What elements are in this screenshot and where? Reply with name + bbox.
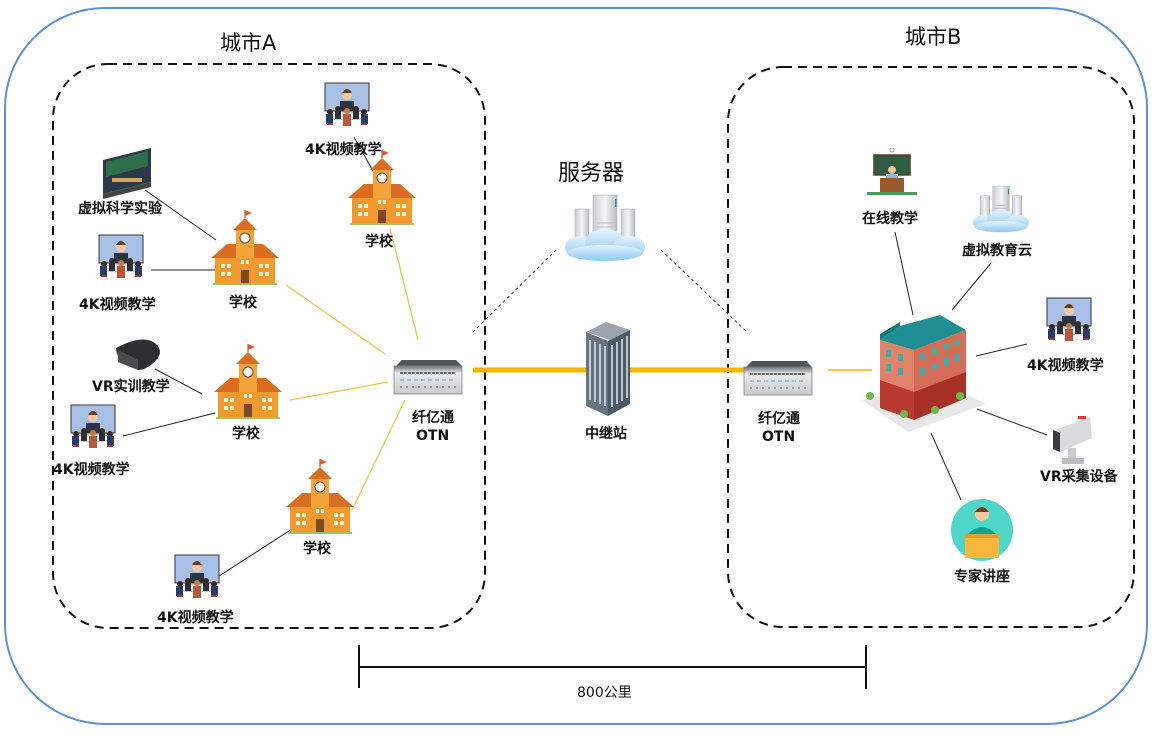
connector	[894, 231, 914, 316]
relay-tower-icon	[586, 322, 630, 416]
app-label-video-bottom: 4K视频教学	[157, 610, 234, 626]
app-label-video-b: 4K视频教学	[1027, 358, 1104, 374]
otn-b-label-line2: OTN	[762, 429, 796, 445]
link-school-3	[289, 381, 389, 401]
otn-device-icon-b	[743, 360, 813, 396]
school-icon	[347, 149, 417, 226]
campus-building-icon	[862, 315, 986, 432]
school-label: 学校	[229, 295, 257, 311]
school-label: 学校	[365, 234, 393, 250]
vr-camera-icon	[1053, 416, 1092, 464]
link-school-1	[285, 284, 386, 355]
online-teaching-icon	[867, 147, 917, 195]
app-label-virtual-lab: 虚拟科学实验	[78, 201, 162, 217]
school-icon	[213, 343, 283, 420]
otn-b-label-line1: 纤亿通	[758, 411, 800, 427]
expert-lecture-icon	[951, 499, 1013, 561]
app-label-online: 在线教学	[862, 211, 918, 227]
server-link-a	[472, 249, 557, 333]
video-teaching-icon	[98, 234, 144, 279]
app-label-vr-training: VR实训教学	[92, 379, 170, 395]
connector	[930, 432, 962, 501]
video-teaching-icon	[70, 404, 116, 449]
distance-label: 800公里	[577, 685, 632, 701]
otn-a-label-line2: OTN	[416, 428, 450, 444]
connector	[215, 528, 293, 579]
app-label-vr-capture: VR采集设备	[1040, 469, 1118, 485]
city-a-title: 城市A	[220, 31, 277, 55]
connector	[154, 368, 203, 395]
school-label: 学校	[232, 426, 260, 442]
city-a-zone	[52, 63, 486, 629]
connector	[976, 408, 1048, 436]
app-label-expert: 专家讲座	[954, 569, 1010, 585]
connector	[122, 412, 216, 437]
city-b-zone	[727, 66, 1135, 628]
vr-headset-icon	[116, 339, 160, 370]
link-school-4	[351, 399, 406, 511]
server-label: 服务器	[558, 161, 625, 186]
school-icon	[210, 209, 280, 286]
video-teaching-icon	[324, 82, 370, 127]
server-cloud-icon	[564, 194, 646, 262]
app-label-video-low: 4K视频教学	[53, 462, 130, 478]
server-link-b	[660, 249, 749, 334]
app-label-virtual-cloud: 虚拟教育云	[962, 243, 1032, 259]
virtual-cloud-icon	[972, 185, 1030, 233]
video-teaching-icon	[174, 554, 220, 599]
video-teaching-icon-b	[1046, 297, 1092, 342]
connector	[951, 262, 992, 311]
otn-a-label-line1: 纤亿通	[412, 410, 454, 426]
connector	[975, 343, 1028, 357]
link-school-2	[389, 227, 419, 341]
outer-frame	[4, 7, 1148, 725]
app-label-video-top: 4K视频教学	[305, 142, 382, 158]
virtual-lab-icon	[103, 148, 151, 199]
city-b-title: 城市B	[905, 25, 962, 49]
app-label-video-mid: 4K视频教学	[79, 297, 156, 313]
connector	[144, 189, 217, 241]
school-label: 学校	[303, 541, 331, 557]
school-icon	[285, 458, 355, 535]
relay-station-label: 中继站	[585, 426, 627, 442]
otn-device-icon-a	[393, 359, 463, 395]
